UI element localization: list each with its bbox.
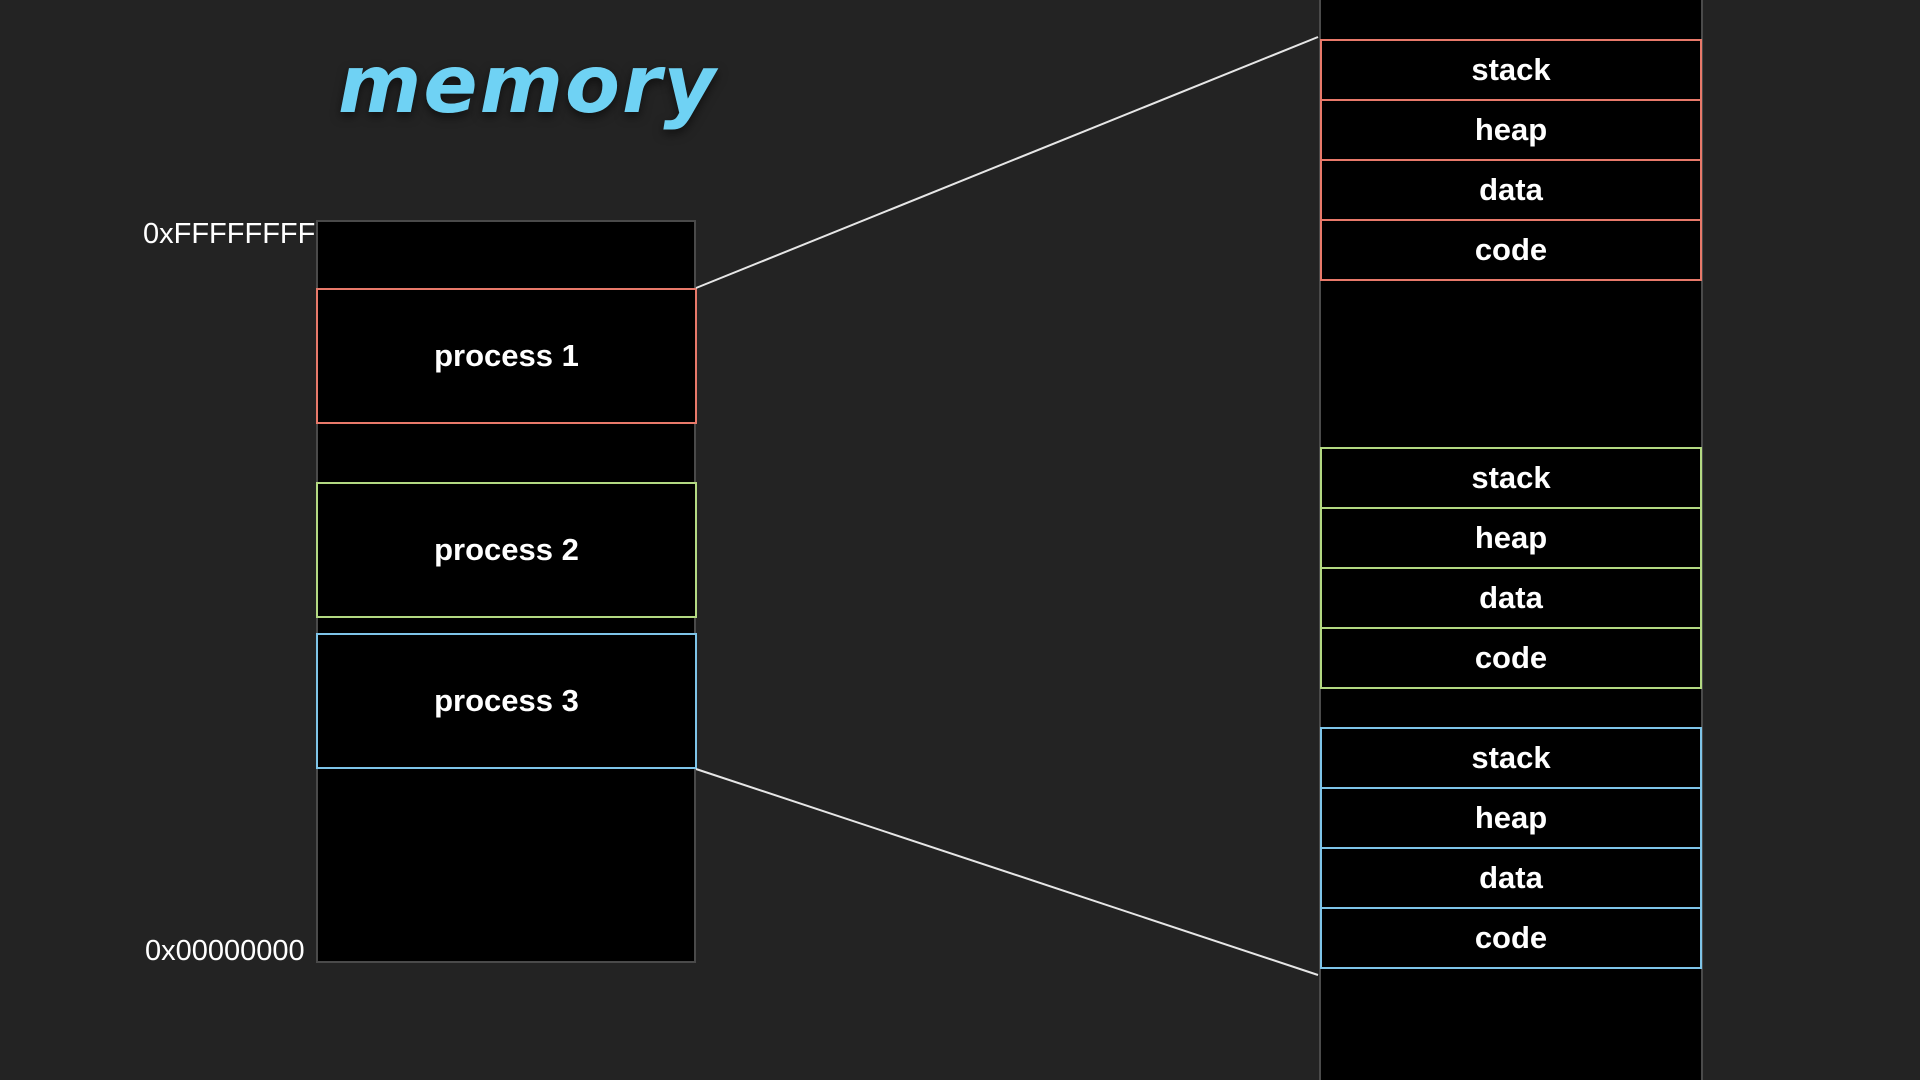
segment-code: code	[1320, 627, 1702, 689]
segment-heap: heap	[1320, 99, 1702, 161]
segment-data: data	[1320, 159, 1702, 221]
process-2-block: process 2	[316, 482, 697, 618]
process-3-block: process 3	[316, 633, 697, 769]
segment-stack: stack	[1320, 39, 1702, 101]
segment-stack: stack	[1320, 727, 1702, 789]
process-3-label: process 3	[434, 683, 579, 718]
segment-data: data	[1320, 847, 1702, 909]
segment-code: code	[1320, 907, 1702, 969]
diagram-title: memory	[338, 38, 718, 131]
process-1-segments: stack heap data code	[1320, 39, 1702, 281]
process-2-label: process 2	[434, 532, 579, 567]
process-1-block: process 1	[316, 288, 697, 424]
segment-heap: heap	[1320, 787, 1702, 849]
connector-line-top	[695, 36, 1319, 289]
process-2-segments: stack heap data code	[1320, 447, 1702, 689]
segment-stack: stack	[1320, 447, 1702, 509]
address-high-label: 0xFFFFFFFF	[143, 218, 316, 250]
process-1-label: process 1	[434, 338, 579, 373]
segment-data: data	[1320, 567, 1702, 629]
process-3-segments: stack heap data code	[1320, 727, 1702, 969]
segment-heap: heap	[1320, 507, 1702, 569]
address-low-label: 0x00000000	[145, 935, 305, 967]
segment-code: code	[1320, 219, 1702, 281]
connector-line-bottom	[695, 768, 1319, 976]
